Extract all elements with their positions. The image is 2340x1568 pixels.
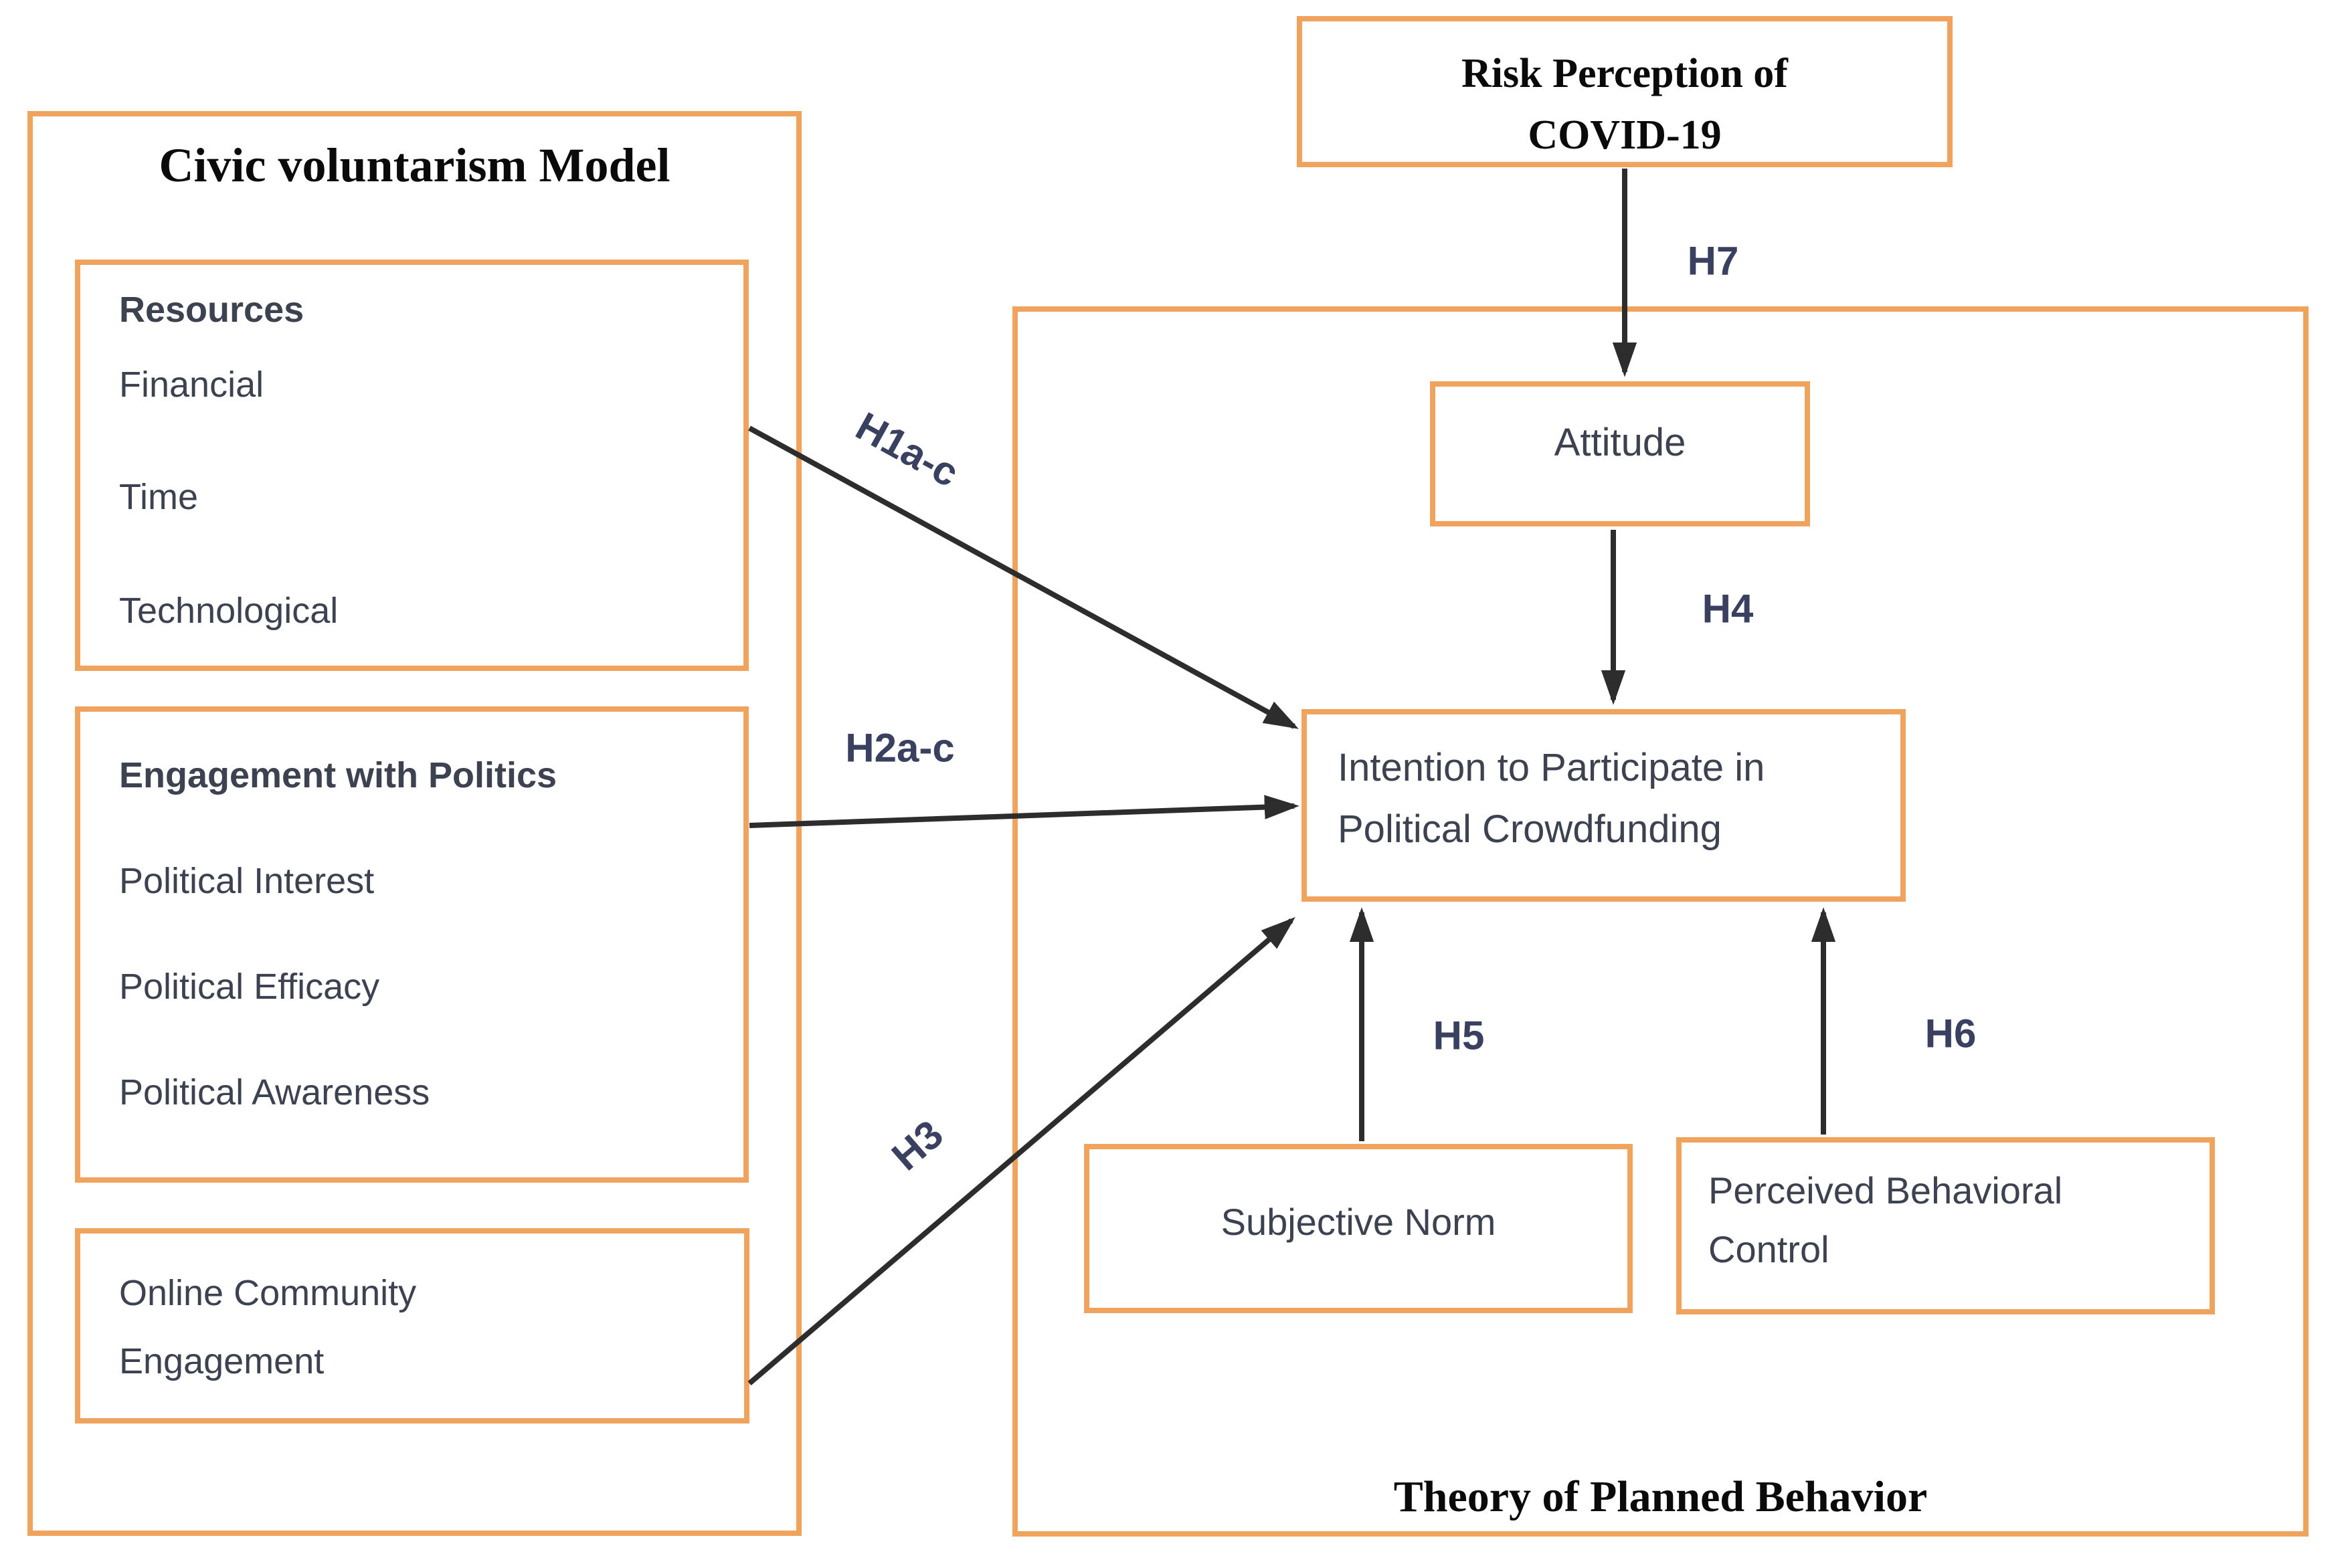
h4-label: H4: [1702, 586, 1754, 631]
engagement-with-politics-box: Engagement with Politics Political Inter…: [75, 706, 749, 1183]
online-line-2: Engagement: [119, 1341, 325, 1381]
h3-label: H3: [883, 1111, 952, 1179]
engagement-item-political-interest: Political Interest: [119, 861, 375, 901]
intention-box: Intention to Participate in Political Cr…: [1301, 709, 1906, 902]
resources-heading: Resources: [119, 290, 304, 330]
resources-item-financial: Financial: [119, 365, 264, 405]
online-community-engagement-box: Online Community Engagement: [75, 1228, 749, 1424]
attitude-box: Attitude: [1430, 381, 1810, 526]
risk-perception-box: Risk Perception of COVID-19: [1297, 16, 1953, 167]
resources-item-technological: Technological: [119, 591, 339, 631]
civic-voluntarism-title: Civic voluntarism Model: [159, 138, 670, 192]
online-line-1: Online Community: [119, 1273, 417, 1313]
engagement-heading: Engagement with Politics: [119, 755, 557, 795]
resources-item-time: Time: [119, 477, 198, 517]
h6-label: H6: [1924, 1011, 1977, 1056]
h7-label: H7: [1687, 238, 1739, 284]
engagement-item-political-efficacy: Political Efficacy: [119, 967, 380, 1007]
risk-line-2: COVID-19: [1528, 112, 1722, 158]
pbc-line-1: Perceived Behavioral: [1708, 1169, 2063, 1211]
subjective-norm-label: Subjective Norm: [1221, 1201, 1496, 1243]
h1-label: H1a-c: [848, 403, 966, 496]
risk-line-1: Risk Perception of: [1461, 51, 1788, 96]
pbc-line-2: Control: [1708, 1228, 1829, 1270]
h5-label: H5: [1433, 1013, 1485, 1058]
theory-planned-behavior-title: Theory of Planned Behavior: [1393, 1472, 1928, 1521]
perceived-behavioral-control-box: Perceived Behavioral Control: [1676, 1137, 2215, 1314]
attitude-label: Attitude: [1554, 421, 1686, 464]
intention-line-2: Political Crowdfunding: [1338, 807, 1722, 851]
intention-line-1: Intention to Participate in: [1338, 746, 1765, 789]
engagement-item-political-awareness: Political Awareness: [119, 1072, 430, 1112]
subjective-norm-box: Subjective Norm: [1084, 1144, 1633, 1313]
h2-label: H2a-c: [845, 725, 955, 771]
resources-box: Resources Financial Time Technological: [75, 260, 749, 671]
